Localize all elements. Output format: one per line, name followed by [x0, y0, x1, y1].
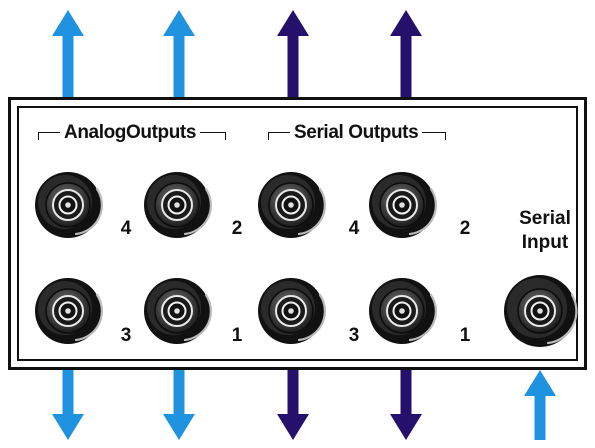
- port-number-analog-3: 3: [120, 325, 132, 346]
- serial-outputs-header: Serial Outputs: [268, 120, 476, 146]
- arrow-down-icon: [277, 368, 309, 440]
- port-number-serial-2: 2: [459, 218, 471, 239]
- port-number-serial-3: 3: [348, 325, 360, 346]
- serial-bracket-right: [422, 120, 447, 146]
- bnc-connector-icon: [35, 172, 104, 238]
- arrow-up-icon: [163, 10, 195, 100]
- arrow-up-icon: [52, 10, 84, 100]
- bnc-connector-icon: [369, 172, 438, 238]
- bnc-connector-icon: [258, 172, 327, 238]
- port-number-analog-1: 1: [231, 325, 243, 346]
- serial-outputs-title: Serial Outputs: [294, 122, 419, 143]
- arrow-up-icon: [277, 10, 309, 100]
- port-number-serial-1: 1: [459, 325, 471, 346]
- bnc-connector-icon: [144, 278, 213, 344]
- bnc-connector-icon: [144, 172, 213, 238]
- analog-bracket-right: [200, 120, 227, 146]
- bnc-connector-icon: [369, 278, 438, 344]
- arrow-down-icon: [390, 368, 422, 440]
- bnc-connector-icon: [258, 278, 327, 344]
- arrow-down-icon: [163, 368, 195, 440]
- serial-input-label-line1: Serial: [519, 208, 571, 229]
- arrow-up-icon: [390, 10, 422, 100]
- port-number-analog-4: 4: [120, 218, 132, 239]
- bnc-connector-icon: [35, 278, 104, 344]
- port-number-serial-4: 4: [348, 218, 360, 239]
- arrow-up-icon: [524, 370, 556, 440]
- analog-bracket-left: [38, 120, 60, 146]
- port-number-analog-2: 2: [231, 218, 243, 239]
- serial-input-label-line2: Input: [521, 232, 569, 253]
- analog-outputs-title: AnalogOutputs: [64, 122, 197, 143]
- arrow-down-icon: [52, 368, 84, 440]
- analog-outputs-header: AnalogOutputs: [38, 120, 260, 146]
- serial-bracket-left: [268, 120, 290, 146]
- serial-input-label: Serial Input: [498, 207, 592, 255]
- bnc-connector-icon: [504, 275, 578, 347]
